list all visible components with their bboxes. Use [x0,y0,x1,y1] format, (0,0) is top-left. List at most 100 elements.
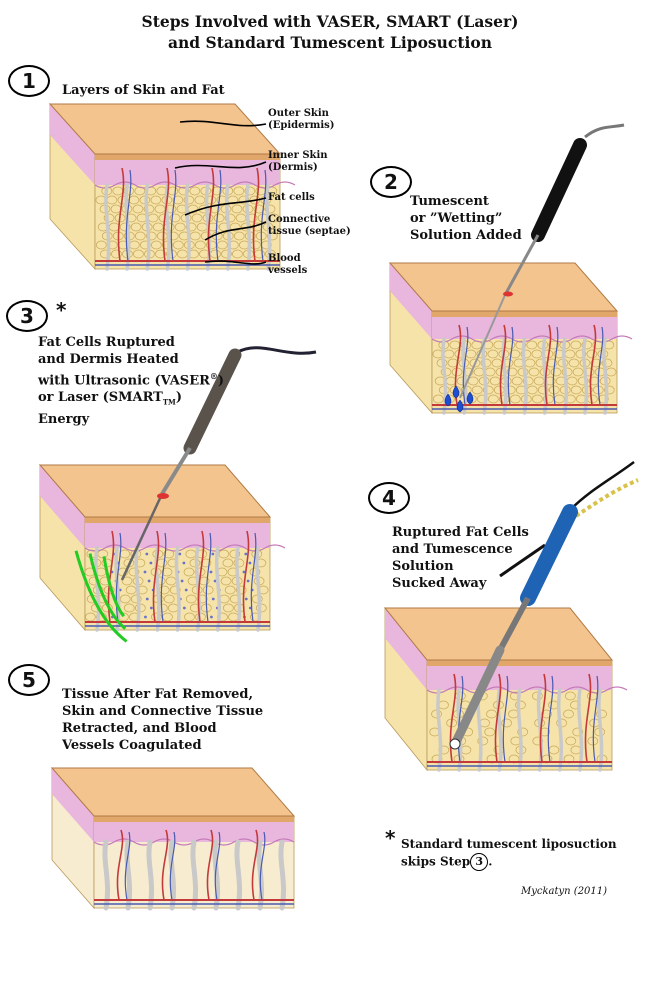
septum [144,183,151,271]
fat-cell [173,240,184,250]
artery [584,673,592,763]
vein [592,675,599,763]
fat-cell [224,213,236,223]
author-signature: Myckatyn (2011) [521,886,608,897]
fat-cell [134,231,146,241]
fat-cell [202,585,214,595]
vein [205,532,212,623]
side-dermis [50,104,95,185]
fat-cell [548,340,560,350]
step-3-number: 3 [6,300,48,332]
fat-cell [223,603,234,613]
fat-cell [486,709,497,719]
dermis-fat-border [94,181,296,189]
ruptured-fat-particle [145,552,149,556]
tumescent-drop [456,399,464,413]
fat-cell [233,231,245,241]
fat-cell [249,567,261,577]
fat-cell [229,222,241,232]
artery [197,530,205,623]
septum [278,839,287,911]
skin-block-step-3 [38,463,286,632]
step-2-instrument [444,123,625,413]
ultrasound-wave [74,550,128,643]
fat-cell [509,349,521,359]
label-blood-vessels: Blood vessels [268,253,308,276]
ruptured-fat-particle [184,588,188,592]
fat-cell [537,385,549,395]
skin-block-step-1 [48,102,296,271]
aspirate-tube [574,478,639,518]
septum [516,688,523,772]
ruptured-fat-particle [178,552,182,556]
fat-cell [563,709,574,719]
fat-cell [541,709,552,719]
septum [255,546,262,632]
fat-cell [506,367,518,377]
septum [556,688,564,772]
fat-cell [517,727,529,737]
fat-cell [256,603,267,613]
side-dermis [52,768,94,842]
dermis-layer [85,523,270,548]
ruptured-fat-particle [182,606,186,610]
skin-surface [38,464,272,518]
tubing [584,123,625,139]
dermis-layer [432,317,617,339]
skin-surface [48,103,282,155]
ruptured-fat-particle [180,579,184,583]
skin-surface [50,767,296,817]
fat-cell [238,195,250,205]
fat-cell [433,394,444,404]
fat-cell [488,394,499,404]
fat-cell [590,358,602,368]
fat-cell [266,231,278,241]
fat-cell [172,195,184,205]
artery [242,530,250,623]
septum [102,839,111,911]
ruptured-fat-particle [248,561,252,565]
dermis-fat-border [431,335,633,343]
dermis-layer [95,160,280,185]
step-2-number: 2 [370,166,412,198]
diagram-title-line-1: Steps Involved with VASER, SMART (Laser) [141,12,519,31]
skin-surface [388,262,619,312]
fat-cell [253,204,265,214]
vein [260,169,267,262]
fat-cell [522,376,534,386]
fat-cell [135,603,146,613]
septum [164,183,171,271]
side-dermis [390,263,432,339]
fat-cell [568,358,580,368]
ruptured-fat-particle [244,552,248,556]
vein [160,532,167,623]
vein [115,532,122,623]
fat-cell [185,594,197,604]
septum [194,546,201,632]
artery [117,167,125,262]
artery [207,167,215,262]
fat-cell [200,558,212,568]
septum [94,546,101,632]
fat-cell [543,394,554,404]
fat-cell [143,204,155,214]
fat-cell [150,195,162,205]
step-3-caption: Fat Cells Ruptured and Dermis Heated wit… [38,335,225,427]
fat-cell [124,603,135,613]
fat-cell [577,376,589,386]
fat-cell [220,576,232,586]
septum [436,688,443,772]
tumescent-drop [444,393,452,407]
fat-cell [531,349,543,359]
septum [184,183,191,271]
fat-cell [130,594,142,604]
fat-cell [565,691,576,701]
step-4-caption: Ruptured Fat Cells and Tumescence Soluti… [392,525,529,591]
fat-cell [132,204,144,214]
footnote-asterisk: * [385,826,396,850]
fat-cell [603,385,615,395]
fat-cell [189,558,201,568]
vein [170,169,177,262]
